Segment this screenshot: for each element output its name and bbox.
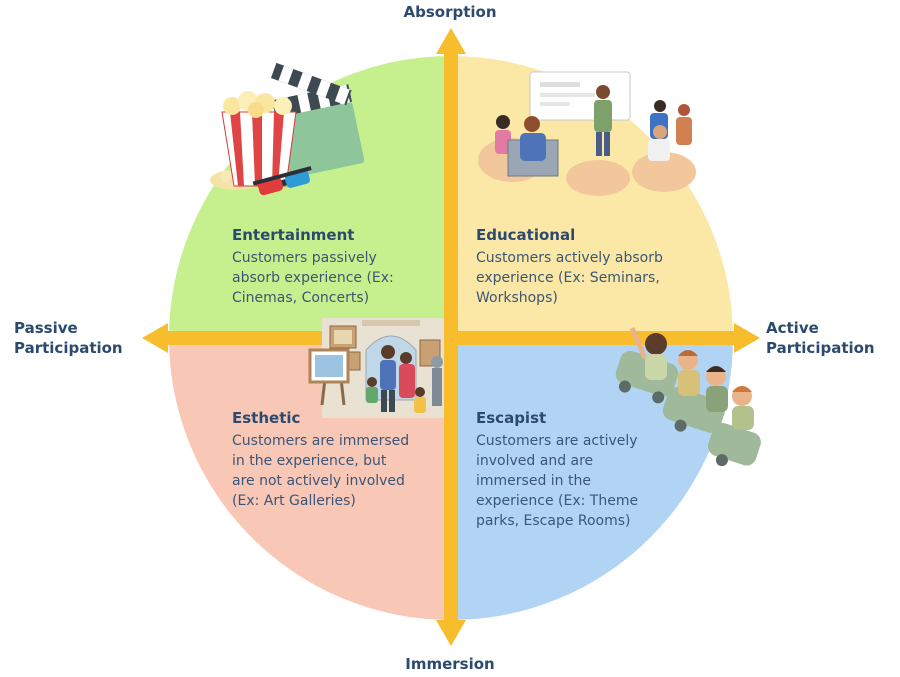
axis-label-active-participation: Active Participation	[766, 319, 875, 357]
arrow-right-icon	[734, 323, 760, 353]
axis-label-passive-participation: Passive Participation	[14, 319, 123, 357]
axis-label-immersion: Immersion	[405, 655, 495, 673]
seminar-presentation-icon	[478, 71, 696, 196]
quadrant-description: Customers are actively involved and are …	[476, 433, 639, 529]
popcorn-clapperboard-icon	[210, 62, 365, 196]
arrow-up-icon	[436, 28, 466, 54]
arrow-left-icon	[142, 323, 168, 353]
art-gallery-icon	[308, 318, 444, 418]
roller-coaster-icon	[615, 327, 761, 467]
quadrant-description: Customers actively absorb experience (Ex…	[476, 250, 663, 306]
horizontal-axis	[164, 331, 738, 345]
quadrant-educational: Educational Customers actively absorb ex…	[476, 225, 663, 308]
quadrant-description: Customers passively absorb experience (E…	[232, 250, 394, 306]
arrow-down-icon	[436, 620, 466, 646]
quadrant-esthetic: Esthetic Customers are immersed in the e…	[232, 408, 409, 511]
quadrant-entertainment: Entertainment Customers passively absorb…	[232, 225, 394, 308]
axis-label-absorption: Absorption	[403, 3, 497, 21]
quadrant-description: Customers are immersed in the experience…	[232, 433, 410, 509]
quadrant-escapist: Escapist Customers are actively involved…	[476, 408, 638, 531]
quadrant-title: Escapist	[476, 409, 547, 427]
quadrant-title: Entertainment	[232, 226, 355, 244]
quadrant-title: Educational	[476, 226, 576, 244]
quadrant-title: Esthetic	[232, 409, 301, 427]
